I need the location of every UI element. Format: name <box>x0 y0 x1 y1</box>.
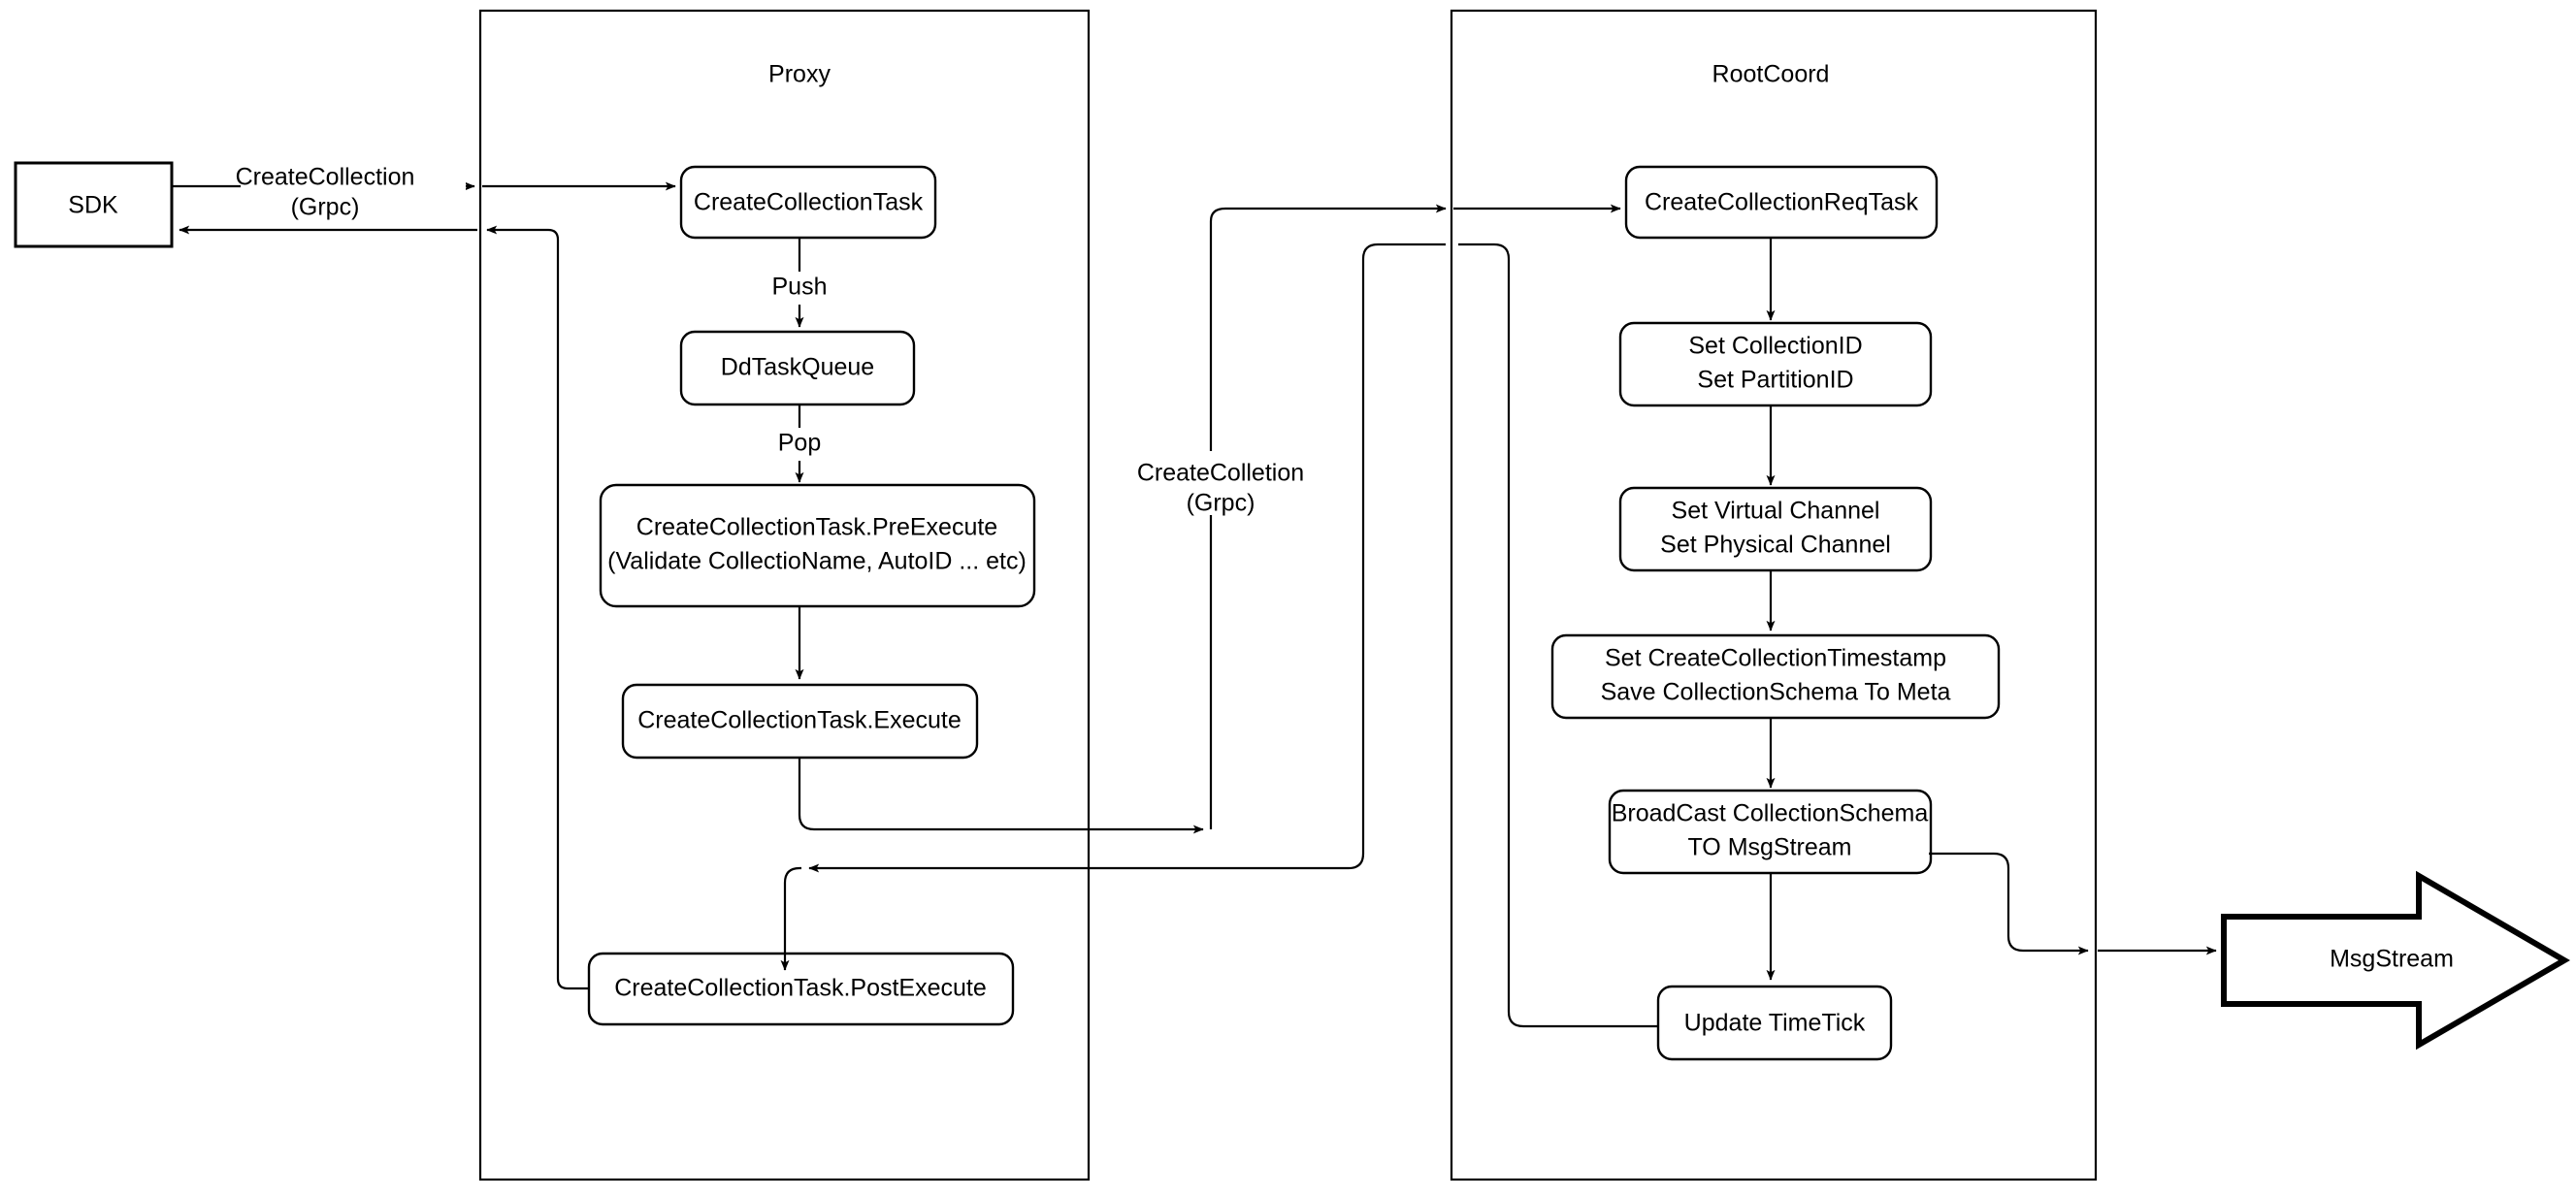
edge-broadcast-to-msgstream <box>1929 852 2089 955</box>
msgstream-block-arrow[interactable] <box>2221 870 2570 1051</box>
edge-label-proxy-to-rootcoord-line1: CreateColletion <box>1137 460 1304 487</box>
edge-label-pop-backdrop <box>766 428 834 461</box>
edge-label-proxy-to-rootcoord-line2: (Grpc) <box>1187 490 1255 517</box>
edge-label-sdk-to-proxy-line2: (Grpc) <box>291 194 360 221</box>
broadcast-schema-label-line2: TO MsgStream <box>1687 834 1851 861</box>
container-rootcoord: RootCoord <box>1450 9 2098 1181</box>
node-broadcast-schema[interactable]: BroadCast CollectionSchema TO MsgStream <box>1608 789 1933 875</box>
set-collection-id-box[interactable] <box>1618 321 1933 407</box>
edge-label-push: Push <box>762 272 839 305</box>
edge-execute-to-rootcoord-request <box>798 758 1204 834</box>
node-update-timetick[interactable]: Update TimeTick <box>1656 985 1893 1061</box>
edge-postexecute-to-sdk <box>486 225 589 990</box>
post-execute-box[interactable] <box>587 952 1015 1026</box>
set-collection-id-label-line2: Set PartitionID <box>1697 367 1853 394</box>
broadcast-schema-label-line1: BroadCast CollectionSchema <box>1612 800 1929 827</box>
edge-label-push-backdrop <box>762 272 839 305</box>
rootcoord-container-box <box>1450 9 2098 1181</box>
create-collection-req-task-label: CreateCollectionReqTask <box>1645 189 1919 216</box>
update-timetick-box[interactable] <box>1656 985 1893 1061</box>
node-dd-task-queue[interactable]: DdTaskQueue <box>679 330 916 406</box>
node-sdk[interactable]: SDK <box>14 161 174 248</box>
execute-label: CreateCollectionTask.Execute <box>637 707 962 734</box>
proxy-container-title: Proxy <box>768 61 831 88</box>
sdk-label: SDK <box>68 192 118 219</box>
edge-label-sdk-backdrop <box>241 155 466 219</box>
pre-execute-label-line2: (Validate CollectioName, AutoID ... etc) <box>607 548 1027 575</box>
dd-task-queue-label: DdTaskQueue <box>721 354 874 381</box>
edge-label-pop: Pop <box>766 428 834 461</box>
set-virtual-channel-box[interactable] <box>1618 486 1933 572</box>
proxy-container-box <box>478 9 1091 1181</box>
node-set-collection-id[interactable]: Set CollectionID Set PartitionID <box>1618 321 1933 407</box>
node-set-timestamp[interactable]: Set CreateCollectionTimestamp Save Colle… <box>1550 633 2001 720</box>
node-set-virtual-channel[interactable]: Set Virtual Channel Set Physical Channel <box>1618 486 1933 572</box>
container-proxy: Proxy <box>478 9 1091 1181</box>
pre-execute-label-line1: CreateCollectionTask.PreExecute <box>636 514 997 541</box>
set-virtual-channel-label-line2: Set Physical Channel <box>1660 532 1891 559</box>
edge-proxy-to-rootcoord-grpc <box>1209 204 1447 829</box>
set-timestamp-box[interactable] <box>1550 633 2001 720</box>
execute-box[interactable] <box>621 683 979 760</box>
node-create-collection-task[interactable]: CreateCollectionTask <box>679 165 937 240</box>
edge-label-sdk-to-proxy-line1: CreateCollection <box>236 164 415 191</box>
set-collection-id-label-line1: Set CollectionID <box>1688 333 1862 360</box>
edge-label-proxy-to-rootcoord: CreateColletion (Grpc) <box>1125 451 1327 517</box>
update-timetick-label: Update TimeTick <box>1684 1010 1866 1037</box>
create-collection-req-task-box[interactable] <box>1624 165 1939 240</box>
edge-label-pop-text: Pop <box>778 430 821 457</box>
post-execute-label: CreateCollectionTask.PostExecute <box>614 975 987 1002</box>
node-msgstream[interactable]: MsgStream <box>2221 870 2570 1051</box>
set-timestamp-label-line1: Set CreateCollectionTimestamp <box>1605 645 1946 672</box>
dd-task-queue-box[interactable] <box>679 330 916 406</box>
sdk-box[interactable] <box>14 161 174 248</box>
node-create-collection-req-task[interactable]: CreateCollectionReqTask <box>1624 165 1939 240</box>
edge-rootcoord-to-proxy-response <box>808 243 1446 873</box>
edge-label-push-text: Push <box>772 274 828 301</box>
msgstream-label: MsgStream <box>2330 946 2454 973</box>
broadcast-schema-box[interactable] <box>1608 789 1933 875</box>
pre-execute-box[interactable] <box>599 483 1036 608</box>
node-post-execute[interactable]: CreateCollectionTask.PostExecute <box>587 952 1015 1026</box>
create-collection-task-label: CreateCollectionTask <box>694 189 924 216</box>
node-execute[interactable]: CreateCollectionTask.Execute <box>621 683 979 760</box>
create-collection-task-box[interactable] <box>679 165 937 240</box>
edge-response-to-postexecute <box>780 866 801 971</box>
set-timestamp-label-line2: Save CollectionSchema To Meta <box>1601 679 1951 706</box>
edge-label-sdk-to-proxy: CreateCollection (Grpc) <box>236 155 466 221</box>
set-virtual-channel-label-line1: Set Virtual Channel <box>1672 498 1880 525</box>
rootcoord-container-title: RootCoord <box>1712 61 1830 88</box>
node-pre-execute[interactable]: CreateCollectionTask.PreExecute (Validat… <box>599 483 1036 608</box>
edge-label-grpc-backdrop <box>1125 451 1327 515</box>
edge-updatetimetick-return <box>1458 243 1658 1028</box>
